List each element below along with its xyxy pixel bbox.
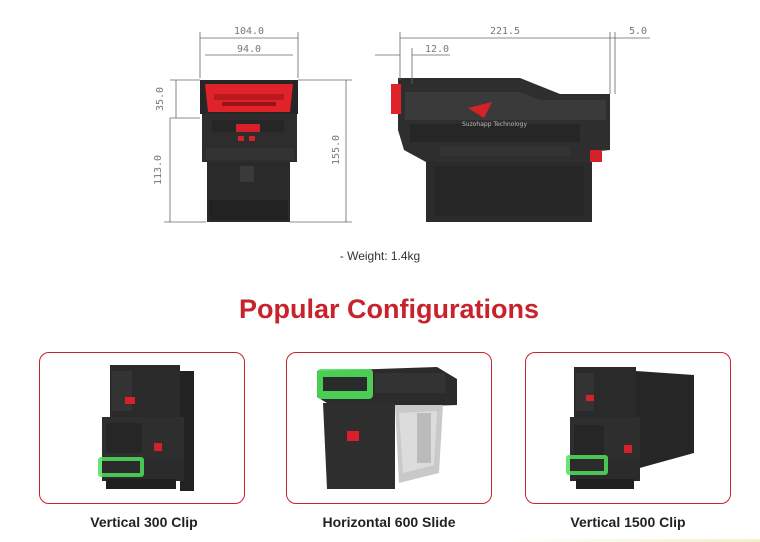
config-card-vertical-1500[interactable] [525, 352, 731, 504]
vertical-1500-image [566, 367, 694, 489]
dim-length-total: 221.5 [490, 26, 520, 37]
section-title: Popular Configurations [239, 294, 539, 324]
caption-horizontal-600: Horizontal 600 Slide [322, 514, 456, 530]
technical-drawing: 104.0 94.0 35.0 113.0 155.0 Suzohapp Tec… [153, 26, 650, 223]
config-card-vertical-300[interactable] [39, 352, 245, 504]
front-view: 104.0 94.0 35.0 113.0 155.0 [153, 26, 352, 223]
weight-label: - Weight: 1.4kg [339, 249, 421, 263]
side-view: Suzohapp Technology 221.5 12.0 5.0 [375, 26, 650, 222]
dim-height-top: 35.0 [155, 87, 166, 111]
dim-height-lower: 113.0 [153, 155, 164, 185]
horizontal-600-image [317, 367, 457, 489]
dim-height-total: 155.0 [331, 135, 342, 165]
dim-offset-front: 12.0 [425, 44, 449, 55]
svg-text:Suzohapp Technology: Suzohapp Technology [462, 121, 527, 128]
bottom-divider [0, 539, 760, 542]
dim-width-inner: 94.0 [237, 44, 261, 55]
dim-offset-back: 5.0 [629, 26, 647, 37]
caption-vertical-300: Vertical 300 Clip [90, 514, 198, 530]
config-card-horizontal-600[interactable] [286, 352, 492, 504]
caption-vertical-1500: Vertical 1500 Clip [570, 514, 686, 530]
vertical-300-image [98, 365, 194, 491]
dim-width-outer: 104.0 [234, 26, 264, 37]
